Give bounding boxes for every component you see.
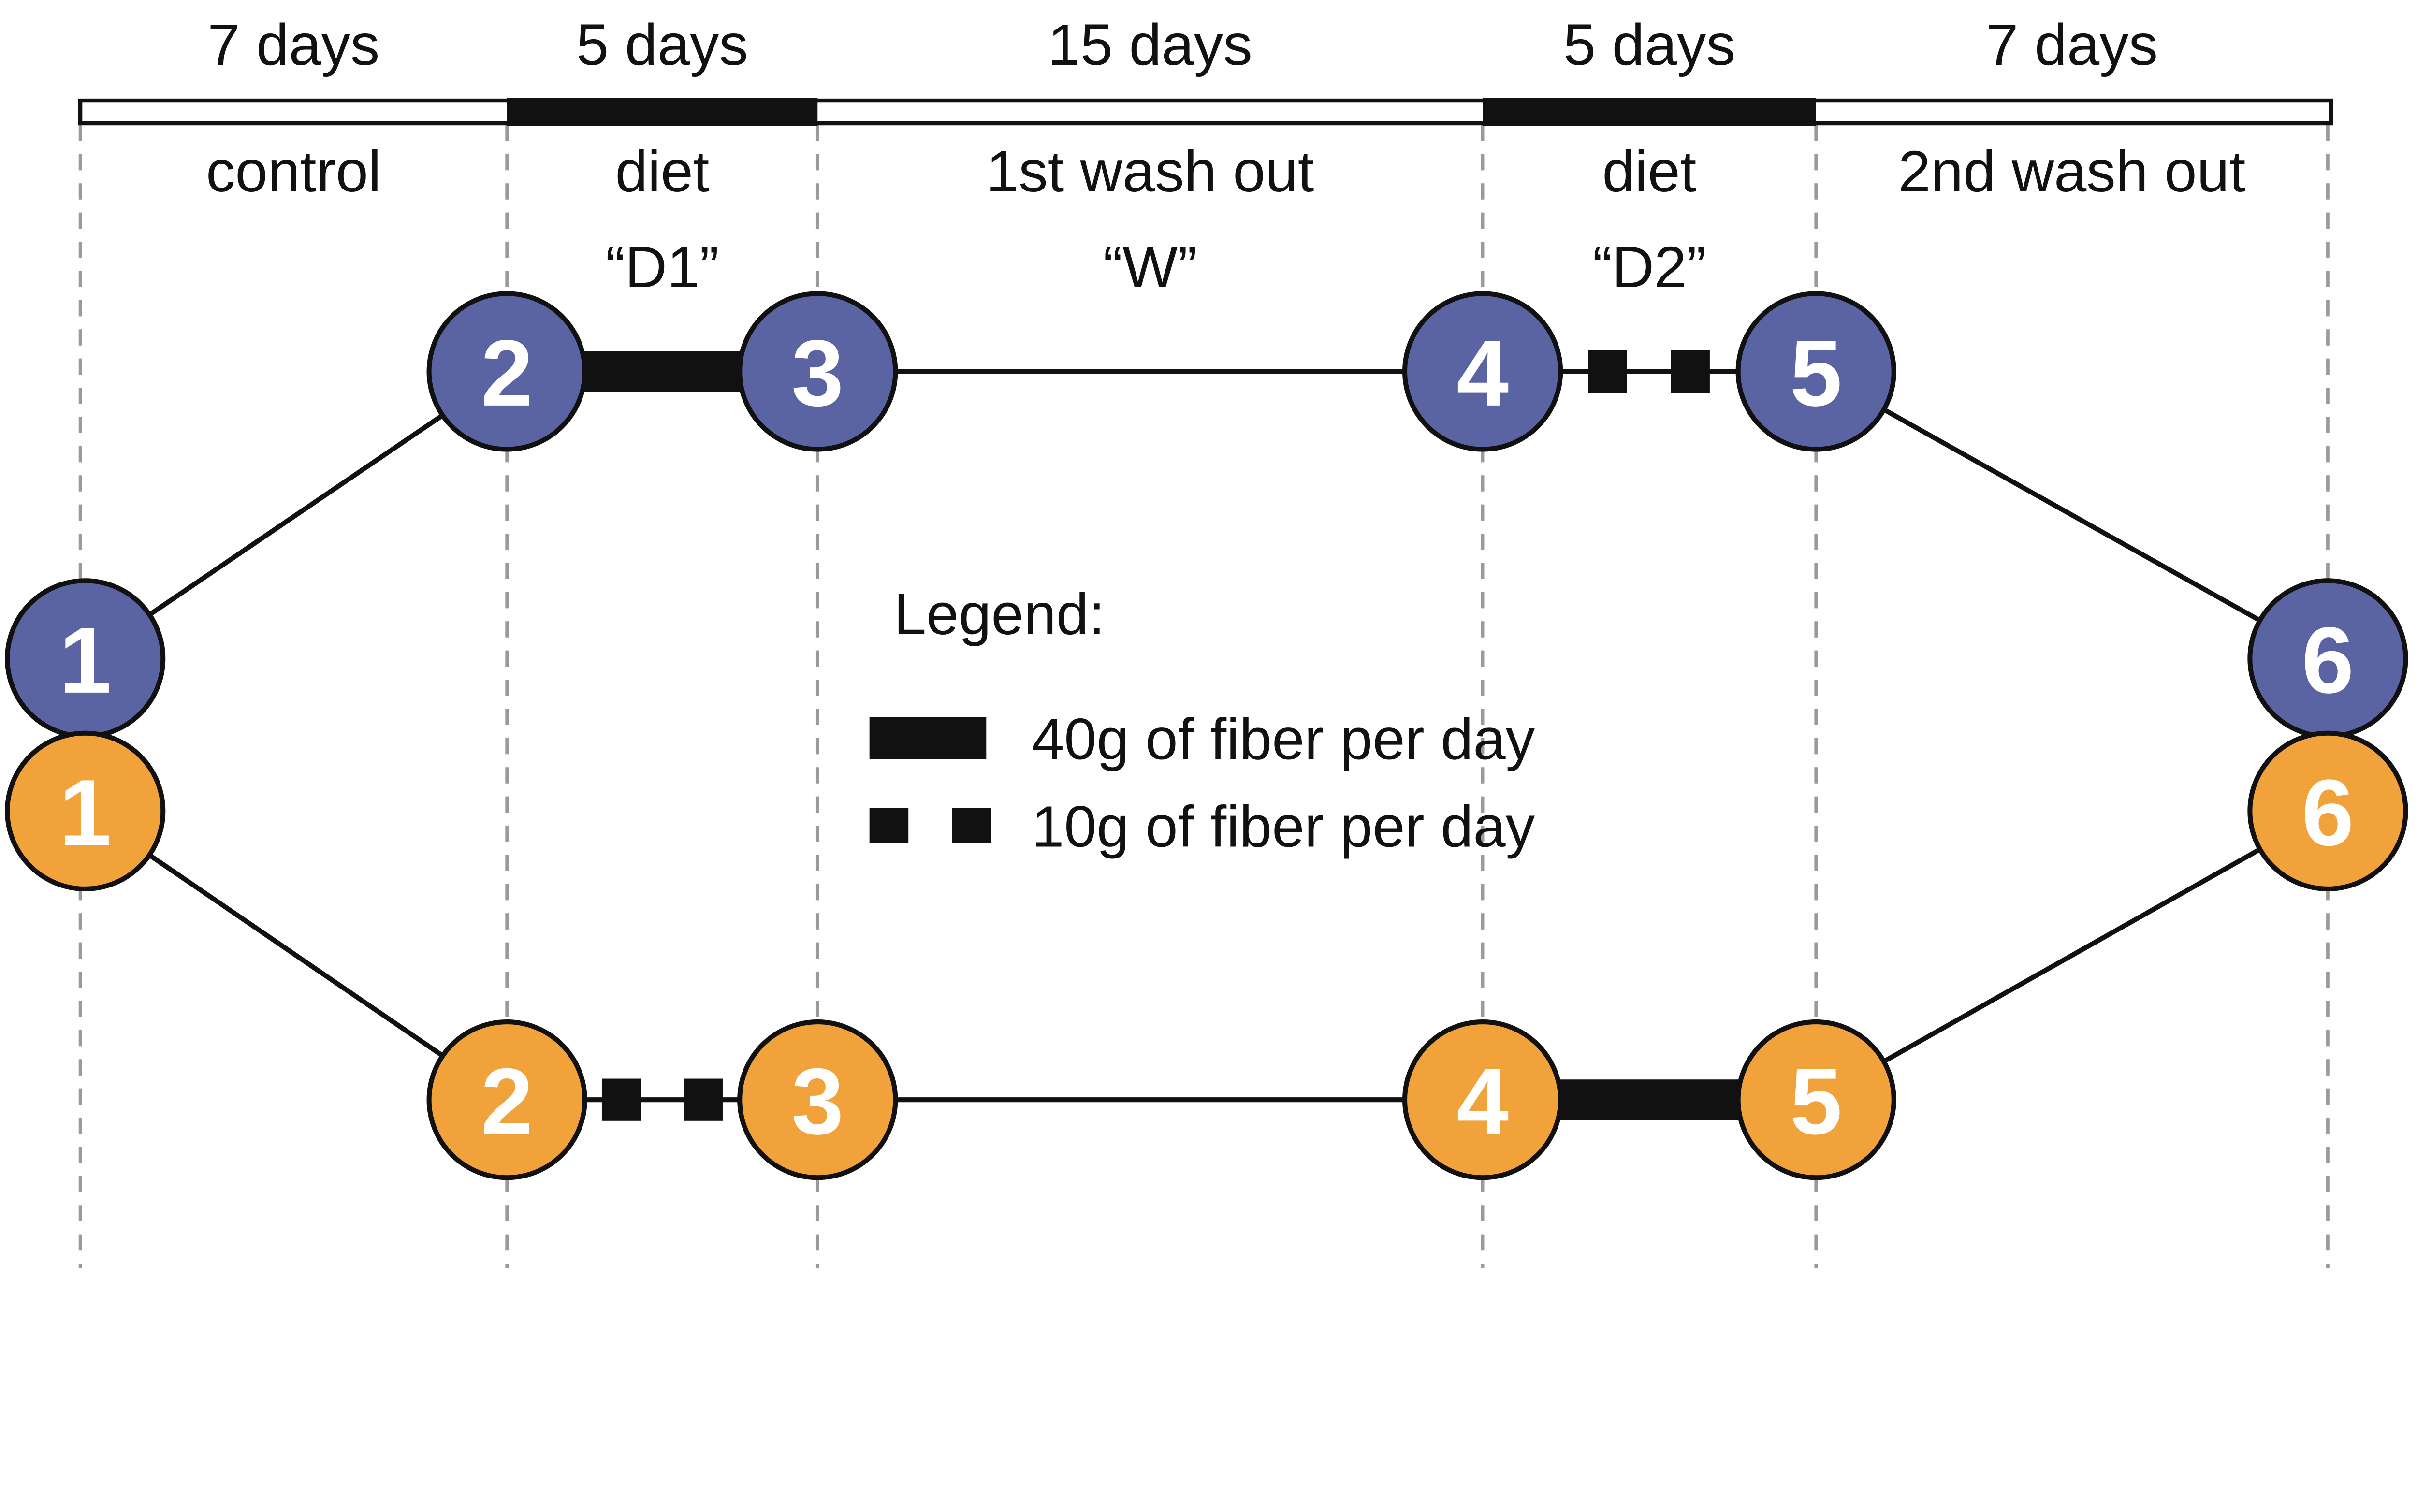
timeline-bar-outline [78,98,2333,126]
visit-node [737,291,898,452]
visit-node [426,1019,587,1180]
visit-node-number: 5 [1790,321,1842,426]
visit-node [1402,291,1563,452]
legend-10g-swatch-icon [869,808,909,843]
visit-node-number: 1 [59,608,111,713]
phase-duration-label: 5 days [1563,12,1735,77]
top-arm-nodes: 1 2 3 4 5 6 [5,291,2408,739]
visit-node [5,730,166,891]
connector-line [1815,369,2329,661]
visit-node-number: 4 [1456,1049,1509,1154]
interval-label-d1: “D1” [606,234,719,300]
legend: Legend: 40g of fiber per day 10g of fibe… [869,582,1535,859]
phase-duration-label: 7 days [207,12,379,77]
visit-node-number: 1 [59,760,111,865]
phase-duration-label: 7 days [1986,12,2158,77]
visit-node-number: 6 [2301,608,2354,713]
visit-node [2247,730,2408,891]
legend-item-label: 40g of fiber per day [1032,706,1535,771]
phase-name-labels: control diet 1st wash out diet 2nd wash … [206,139,2245,204]
fiber-10g-square [601,1078,641,1121]
legend-40g-swatch-icon [869,717,987,759]
legend-title: Legend: [894,582,1105,647]
legend-item-label: 10g of fiber per day [1032,794,1535,859]
visit-node-number: 5 [1790,1049,1842,1154]
phase-name-label: diet [1602,139,1697,204]
phase-name-label: 1st wash out [986,139,1314,204]
connector-line [1815,809,2329,1102]
interval-labels: “D1” “W” “D2” [606,234,1706,300]
fiber-10g-square [1588,350,1627,393]
timeline-bar [78,98,2333,126]
study-design-diagram: 7 days 5 days 15 days 5 days 7 days cont… [5,12,2408,1269]
connector-line [84,369,509,661]
interval-label-d2: “D2” [1592,234,1706,300]
visit-node-number: 3 [791,321,844,426]
diet-phase-filled-segment [1483,98,1816,126]
bottom-arm-nodes: 1 2 3 4 5 6 [5,730,2408,1180]
visit-node-number: 4 [1456,321,1509,426]
fiber-10g-square [684,1078,723,1121]
interval-label-w: “W” [1103,234,1197,300]
duration-labels: 7 days 5 days 15 days 5 days 7 days [207,12,2158,77]
visit-node-number: 2 [481,1049,533,1154]
fiber-10g-square [1671,350,1710,393]
phase-duration-label: 15 days [1048,12,1252,77]
phase-name-label: diet [615,139,710,204]
visit-node-number: 2 [481,321,533,426]
visit-node [737,1019,898,1180]
visit-node [426,291,587,452]
phase-name-label: 2nd wash out [1898,139,2246,204]
visit-node-number: 3 [791,1049,844,1154]
connector-line [84,809,509,1102]
diet-phase-filled-segment [507,98,818,126]
visit-node [1735,291,1896,452]
gridlines [78,125,2330,1269]
visit-node-number: 6 [2301,760,2354,865]
legend-10g-swatch-icon [952,808,991,843]
phase-duration-label: 5 days [576,12,748,77]
top-arm-connectors [84,350,2329,661]
visit-node [1402,1019,1563,1180]
visit-node [1735,1019,1896,1180]
phase-name-label: control [206,139,381,204]
